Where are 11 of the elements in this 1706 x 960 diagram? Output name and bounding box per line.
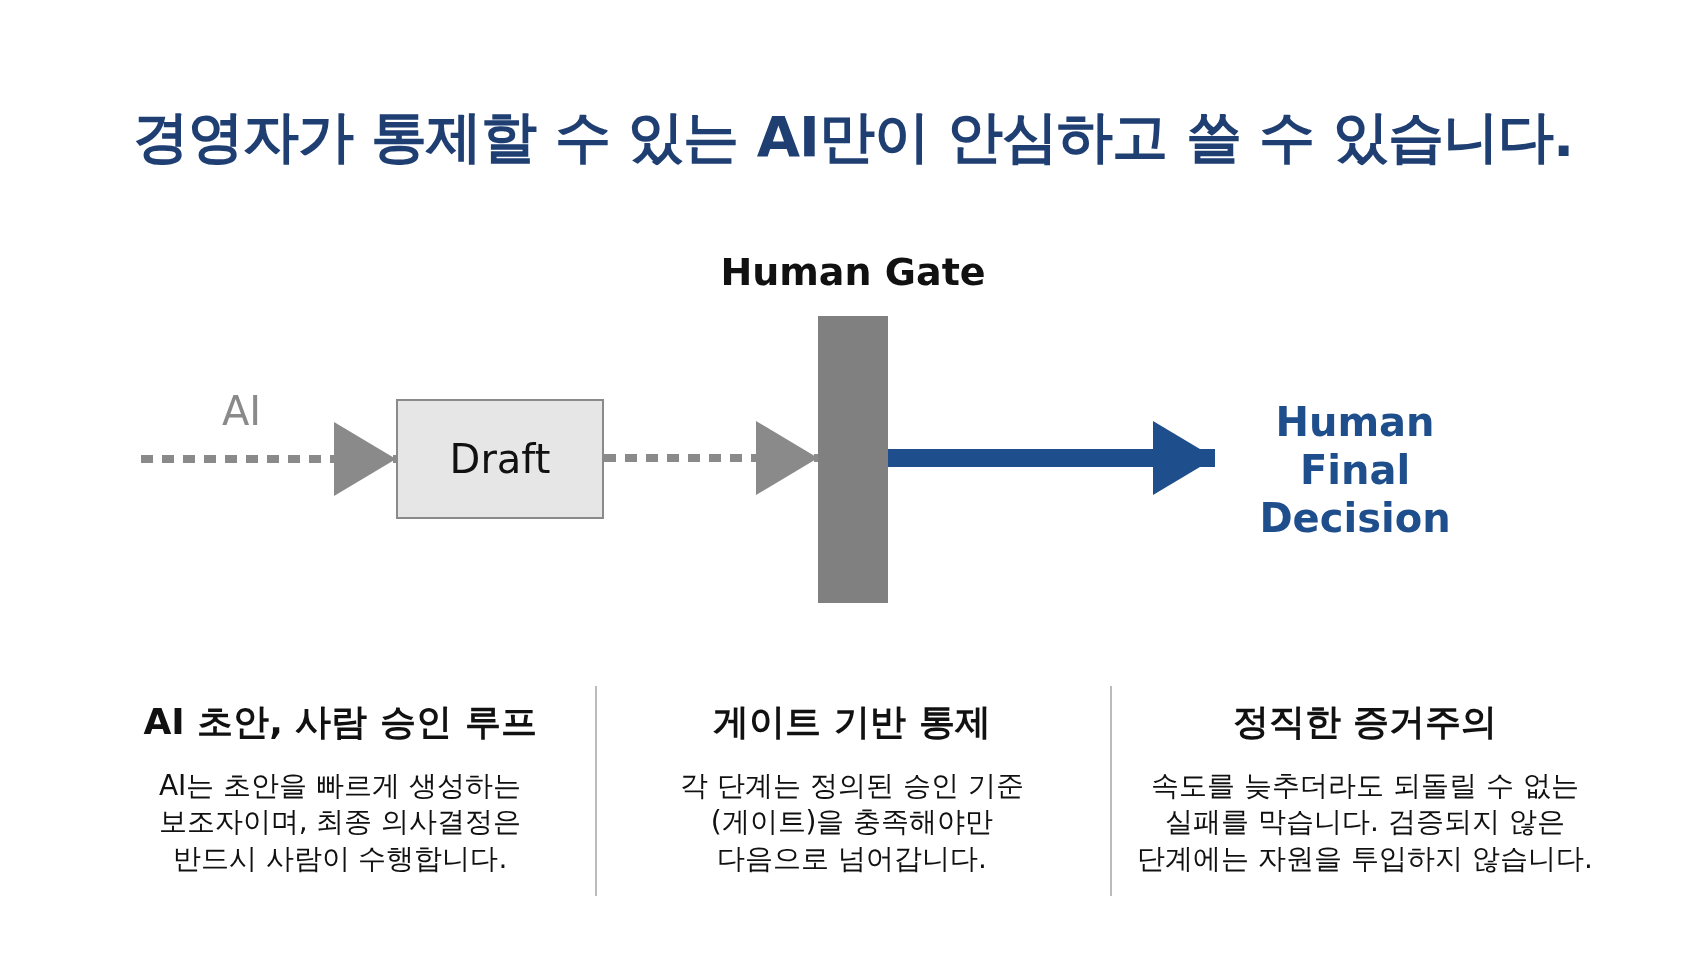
outcome-label: Human Final Decision xyxy=(1215,395,1495,545)
column-heading: AI 초안, 사람 승인 루프 xyxy=(142,700,538,744)
column-text: 각 단계는 정의된 승인 기준(게이트)을 충족해야만 다음으로 넘어갑니다. xyxy=(679,768,1025,877)
column-text: AI는 초안을 빠르게 생성하는 보조자이며, 최종 의사결정은 반드시 사람이 수행합니다. xyxy=(157,768,523,877)
column-heading: 정직한 증거주의 xyxy=(1231,700,1499,744)
title: 경영자가 통제할 수 있는 AI만이 안심하고 쓸 수 있습니다. xyxy=(131,103,1575,171)
gate-heading: Human Gate xyxy=(719,250,987,294)
process-box: Draft xyxy=(396,399,604,519)
column-heading: 게이트 기반 통제 xyxy=(712,700,992,744)
edge-label: AI xyxy=(222,388,262,434)
column-text: 속도를 늦추더라도 되돌릴 수 없는 실패를 막습니다. 검증되지 않은 단계에는 자원을 투입하지 않습니다. xyxy=(1136,768,1594,877)
